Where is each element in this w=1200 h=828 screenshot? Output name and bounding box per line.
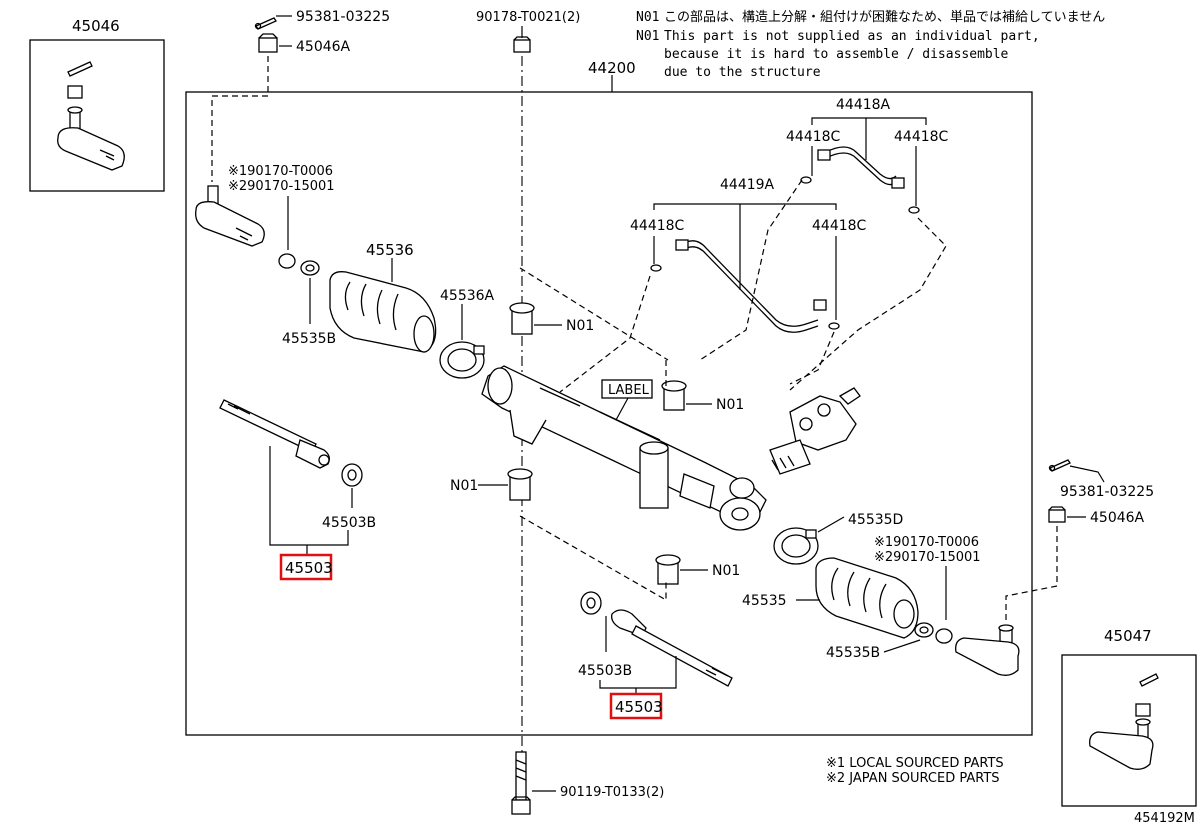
note-n01-marker-2: N01 <box>636 29 659 44</box>
label-290170-15001-left[interactable]: ※290170-15001 <box>228 179 335 194</box>
label-45535b-left[interactable]: 45535B <box>282 331 336 347</box>
bushing-icon-n01-lower <box>655 554 681 585</box>
label-n01-lower[interactable]: N01 <box>712 563 740 579</box>
tie-rod-end-icon-45046 <box>57 61 125 171</box>
castle-nut-icon-right <box>1048 506 1066 523</box>
inner-tie-rod-left <box>219 399 330 469</box>
label-95381-03225-right[interactable]: 95381-03225 <box>1060 484 1154 500</box>
label-45536[interactable]: 45536 <box>366 241 414 259</box>
castle-nut-icon-top-left <box>258 33 278 53</box>
note-n01-marker: N01 <box>636 10 659 25</box>
label-45535d[interactable]: 45535D <box>848 512 903 528</box>
tie-rod-end-left <box>195 185 265 247</box>
oring-icon-44418c-3 <box>650 264 662 272</box>
oring-icon-44418c-2 <box>908 206 920 214</box>
label-44418c-top-left[interactable]: 44418C <box>786 129 841 145</box>
note-n01-japanese: この部品は、構造上分解・組付けが困難なため、単品では補給していません <box>664 9 1105 25</box>
label-44418c-mid-right[interactable]: 44418C <box>812 218 867 234</box>
label-44418a[interactable]: 44418A <box>836 97 891 113</box>
inset-box-45046 <box>29 39 165 192</box>
label-n01-upper[interactable]: N01 <box>566 318 594 334</box>
tie-rod-end-icon-45047 <box>1089 673 1159 770</box>
oring-icon-44418c-1 <box>800 176 812 184</box>
oring-icon-44418c-4 <box>828 322 840 330</box>
bushing-icon-n01-right <box>661 380 687 411</box>
clamp-icon-45535b-right <box>914 622 934 638</box>
steering-boot-45535 <box>815 557 919 639</box>
inner-tie-rod-right <box>611 609 733 687</box>
note-n01-english-line1: This part is not supplied as an individu… <box>664 29 1040 44</box>
inset-box-45047 <box>1061 654 1197 807</box>
pressure-tube-44419a <box>675 239 827 333</box>
note-n01-english-line3: due to the structure <box>664 65 821 80</box>
label-45535b-right[interactable]: 45535B <box>826 645 880 661</box>
bolt-icon-bottom <box>511 751 531 815</box>
label-44200[interactable]: 44200 <box>588 59 636 77</box>
lock-washer-icon-45503b-right <box>580 591 602 615</box>
label-90119-t0133[interactable]: 90119-T0133(2) <box>560 785 664 800</box>
label-45503-left[interactable]: 45503 <box>285 559 333 577</box>
lock-nut-icon-right <box>935 628 953 644</box>
label-45503b-right[interactable]: 45503B <box>578 663 632 679</box>
note-local-sourced: ※1 LOCAL SOURCED PARTS <box>826 756 1004 771</box>
label-45535[interactable]: 45535 <box>742 593 787 609</box>
label-45047[interactable]: 45047 <box>1104 627 1152 645</box>
pinion-valve-assembly <box>729 387 861 499</box>
clamp-icon-45535d <box>773 527 819 565</box>
label-n01-right[interactable]: N01 <box>716 397 744 413</box>
label-44418c-top-right[interactable]: 44418C <box>894 129 949 145</box>
label-190170-t0006-right[interactable]: ※190170-T0006 <box>874 535 979 550</box>
label-45503b-left[interactable]: 45503B <box>322 515 376 531</box>
label-n01-left[interactable]: N01 <box>450 478 478 494</box>
lock-washer-icon-45503b-left <box>341 463 363 487</box>
label-90178-t0021[interactable]: 90178-T0021(2) <box>476 10 580 25</box>
label-290170-15001-right[interactable]: ※290170-15001 <box>874 550 981 565</box>
clamp-icon-45536a <box>439 341 485 379</box>
cotter-pin-icon-top-left <box>254 17 277 30</box>
label-45536a[interactable]: 45536A <box>440 288 495 304</box>
highlight-box-45503-right <box>609 692 663 720</box>
lock-nut-icon-left <box>278 253 296 269</box>
pressure-tube-44418a <box>817 146 905 189</box>
assembly-frame-44200 <box>185 91 1033 736</box>
diagram-id: 454192M <box>1134 811 1195 826</box>
label-190170-t0006-left[interactable]: ※190170-T0006 <box>228 164 333 179</box>
note-n01-english-line2: because it is hard to assemble / disasse… <box>664 47 1009 62</box>
label-45046[interactable]: 45046 <box>72 17 120 35</box>
bolt-nut-icon-top <box>513 36 531 53</box>
bushing-icon-n01-upper <box>509 302 535 335</box>
highlight-box-45503-left <box>279 553 333 581</box>
cotter-pin-icon-right <box>1048 459 1071 472</box>
rack-housing-body <box>481 365 767 531</box>
label-95381-03225-top[interactable]: 95381-03225 <box>296 9 390 25</box>
label-45503-right[interactable]: 45503 <box>615 698 663 716</box>
bushing-icon-n01-left <box>507 468 533 501</box>
note-japan-sourced: ※2 JAPAN SOURCED PARTS <box>826 771 1000 786</box>
label-tag-text[interactable]: LABEL <box>608 383 650 398</box>
tie-rod-end-right <box>955 624 1020 676</box>
clamp-icon-45535b-left <box>300 260 320 276</box>
label-45046a-right[interactable]: 45046A <box>1090 510 1145 526</box>
steering-boot-45536 <box>329 271 437 353</box>
label-45046a-top[interactable]: 45046A <box>296 39 351 55</box>
label-44418c-mid-left[interactable]: 44418C <box>630 218 685 234</box>
label-44419a[interactable]: 44419A <box>720 177 775 193</box>
label-tag-box <box>601 379 653 399</box>
